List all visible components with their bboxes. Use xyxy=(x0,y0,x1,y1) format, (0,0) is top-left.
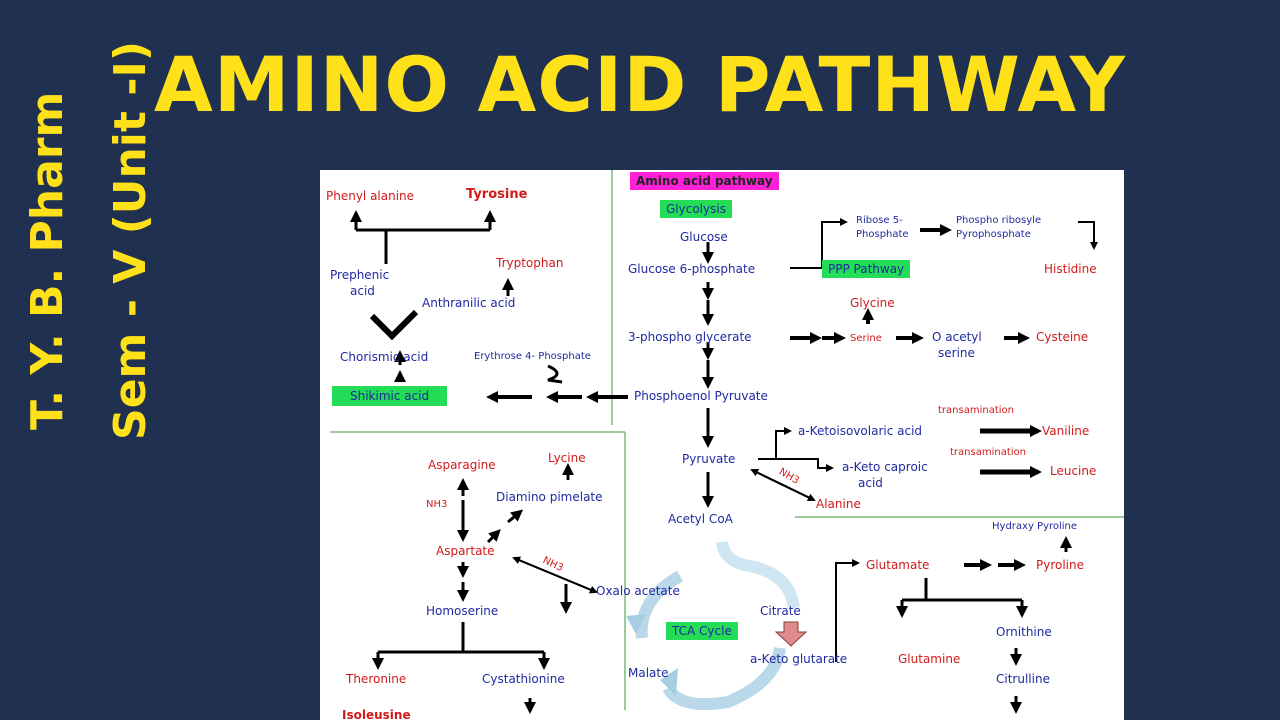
alanine-label: Alanine xyxy=(816,497,861,511)
cystathionine-label: Cystathionine xyxy=(482,672,565,686)
prpp-label-1: Phospho ribosyle xyxy=(956,215,1042,226)
keto-glutarate-label: a-Keto glutarate xyxy=(750,652,848,666)
prephenic-acid-label-1: Prephenic xyxy=(330,268,390,282)
erythrose-4-phosphate-label: Erythrose 4- Phosphate xyxy=(474,351,591,362)
down-arrow xyxy=(774,621,808,647)
pathway-arrows xyxy=(330,170,1124,714)
glutamine-label: Glutamine xyxy=(898,652,961,666)
aspartate-branch xyxy=(372,463,574,714)
3-phosphoglycerate-label: 3-phospho glycerate xyxy=(628,330,752,344)
shikimic-branch xyxy=(394,364,628,403)
keto-caproic-acid-label-1: a-Keto caproic xyxy=(842,460,928,474)
histidine-label: Histidine xyxy=(1044,262,1097,276)
diamino-pimelate-label: Diamino pimelate xyxy=(496,490,603,504)
shikimic-acid-tag: Shikimic acid xyxy=(332,386,448,406)
citrulline-label: Citrulline xyxy=(996,672,1050,686)
malate-label: Malate xyxy=(628,666,669,680)
page-title: AMINO ACID PATHWAY xyxy=(154,40,1126,129)
cysteine-label: Cysteine xyxy=(1036,330,1089,344)
homoserine-label: Homoserine xyxy=(426,604,499,618)
ribose-5-phosphate-label-1: Ribose 5- xyxy=(856,215,903,226)
pathway-title-tag: Amino acid pathway xyxy=(630,172,779,190)
pathway-diagram: Amino acid pathway Glycolysis PPP Pathwa… xyxy=(320,170,1124,720)
tryptophan-label: Tryptophan xyxy=(496,256,564,270)
ppp-branch xyxy=(790,218,1098,269)
ketoisovaleric-acid-label: a-Ketoisovolaric acid xyxy=(798,424,923,438)
glycolysis-tag: Glycolysis xyxy=(660,200,732,218)
phosphoenol-pyruvate-label: Phosphoenol Pyruvate xyxy=(634,389,768,403)
chorismic-acid-label: Chorismic acid xyxy=(340,350,429,364)
tca-cycle-tag: TCA Cycle xyxy=(666,622,738,640)
aromatic-branch xyxy=(350,210,514,365)
glutamate-label: Glutamate xyxy=(866,558,930,572)
ribose-5-phosphate-label-2: Phosphate xyxy=(856,229,909,240)
anthranilic-acid-label: Anthranilic acid xyxy=(422,296,516,310)
isoleucine-label: Isoleusine xyxy=(342,708,411,720)
asparagine-label: Asparagine xyxy=(428,458,496,472)
ppp-pathway-tag: PPP Pathway xyxy=(822,260,911,278)
o-acetyl-serine-label-2: serine xyxy=(938,346,975,360)
o-acetyl-serine-label-1: O acetyl xyxy=(932,330,982,344)
valine-label: Vaniline xyxy=(1042,424,1090,438)
theronine-label: Theronine xyxy=(346,672,407,686)
tca-cycle xyxy=(626,540,800,711)
transamination-label-2: transamination xyxy=(950,447,1026,458)
keto-caproic-acid-label-2: acid xyxy=(858,476,883,490)
pyruvate-branch xyxy=(750,425,1042,501)
prephenic-acid-label-2: acid xyxy=(350,284,375,298)
glucose-label: Glucose xyxy=(680,230,728,244)
acetyl-coa-label: Acetyl CoA xyxy=(668,512,733,526)
oxalo-acetate-label: Oxalo acetate xyxy=(596,584,680,598)
serine-label: Serine xyxy=(850,333,882,344)
serine-branch xyxy=(790,308,1030,344)
lycine-label: Lycine xyxy=(548,451,586,465)
glucose-6-phosphate-label: Glucose 6-phosphate xyxy=(628,262,756,276)
course-label: T. Y. B. Pharm xyxy=(22,91,73,430)
prpp-label-2: Pyrophosphate xyxy=(956,229,1031,240)
proline-label: Pyroline xyxy=(1036,558,1085,572)
semester-label: Sem - V (Unit -I) xyxy=(105,41,156,440)
glycine-label: Glycine xyxy=(850,296,895,310)
leucine-label: Leucine xyxy=(1050,464,1097,478)
nh3-label: NH3 xyxy=(426,499,448,510)
citrate-label: Citrate xyxy=(760,604,801,618)
glutamate-branch xyxy=(835,536,1072,714)
hydroxy-proline-label: Hydraxy Pyroline xyxy=(992,521,1078,532)
transamination-label-1: transamination xyxy=(938,405,1014,416)
phenylalanine-label: Phenyl alanine xyxy=(326,189,415,203)
tyrosine-label: Tyrosine xyxy=(466,187,528,202)
pyruvate-label: Pyruvate xyxy=(682,452,736,466)
ornithine-label: Ornithine xyxy=(996,625,1052,639)
aspartate-label: Aspartate xyxy=(436,544,495,558)
